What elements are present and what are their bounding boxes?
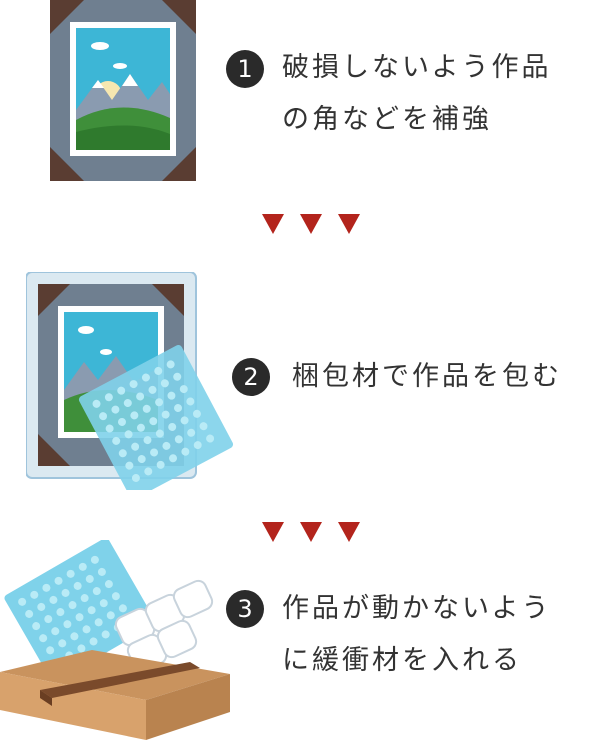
step-2-text-line-1: 梱包材で作品を包む bbox=[292, 361, 562, 392]
framed-picture-with-corner-protectors bbox=[50, 0, 196, 181]
down-arrows-2 bbox=[262, 522, 362, 546]
step-1-text-line-2: の角などを補強 bbox=[282, 104, 492, 135]
bubble-wrap-package-icon bbox=[25, 271, 234, 500]
step-1-badge: 1 bbox=[226, 50, 264, 88]
triple-down-triangle-icon bbox=[262, 522, 360, 542]
picture-frame-icon bbox=[50, 0, 196, 181]
down-arrows-1 bbox=[262, 214, 362, 238]
wrapped-picture-with-bubble-wrap bbox=[25, 271, 246, 500]
step-3-badge: 3 bbox=[226, 590, 264, 628]
step-3-text-line-1: 作品が動かないよう bbox=[282, 593, 552, 624]
triple-down-triangle-icon bbox=[262, 214, 360, 234]
step-2-badge: 2 bbox=[232, 358, 270, 396]
step-3-text-line-2: に緩衝材を入れる bbox=[282, 645, 522, 676]
cushioned-box-icon bbox=[0, 538, 230, 740]
cardboard-box-with-cushioning bbox=[0, 538, 240, 740]
step-1-text-line-1: 破損しないよう作品 bbox=[282, 52, 552, 83]
